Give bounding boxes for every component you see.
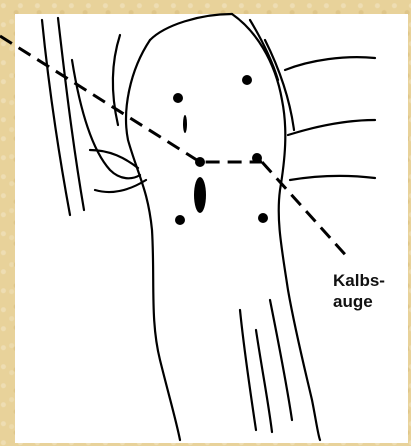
knee-top [150,14,232,40]
kalbsauge-label: Kalbs- auge [333,270,403,312]
leg-outline-left [126,40,180,440]
inner-line-3 [270,300,292,420]
marker-dot [242,75,252,85]
label-line-1: Kalbs- [333,270,403,291]
marker-blot [194,177,206,213]
right-fold-1 [285,57,375,70]
right-fold-2 [288,120,375,135]
thigh-fold-2 [58,18,84,210]
thigh-fold-1 [42,20,70,215]
marker-points [173,75,268,225]
inner-line-1 [240,310,256,430]
marker-dot [258,213,268,223]
inner-line-2 [256,330,272,432]
marker-stroke [183,115,187,133]
marker-dot [175,215,185,225]
label-line-2: auge [333,291,403,312]
thigh-fold-5 [95,180,146,192]
marker-dot [173,93,183,103]
dashed-pointer-line [0,36,262,162]
right-fold-5 [290,176,375,180]
